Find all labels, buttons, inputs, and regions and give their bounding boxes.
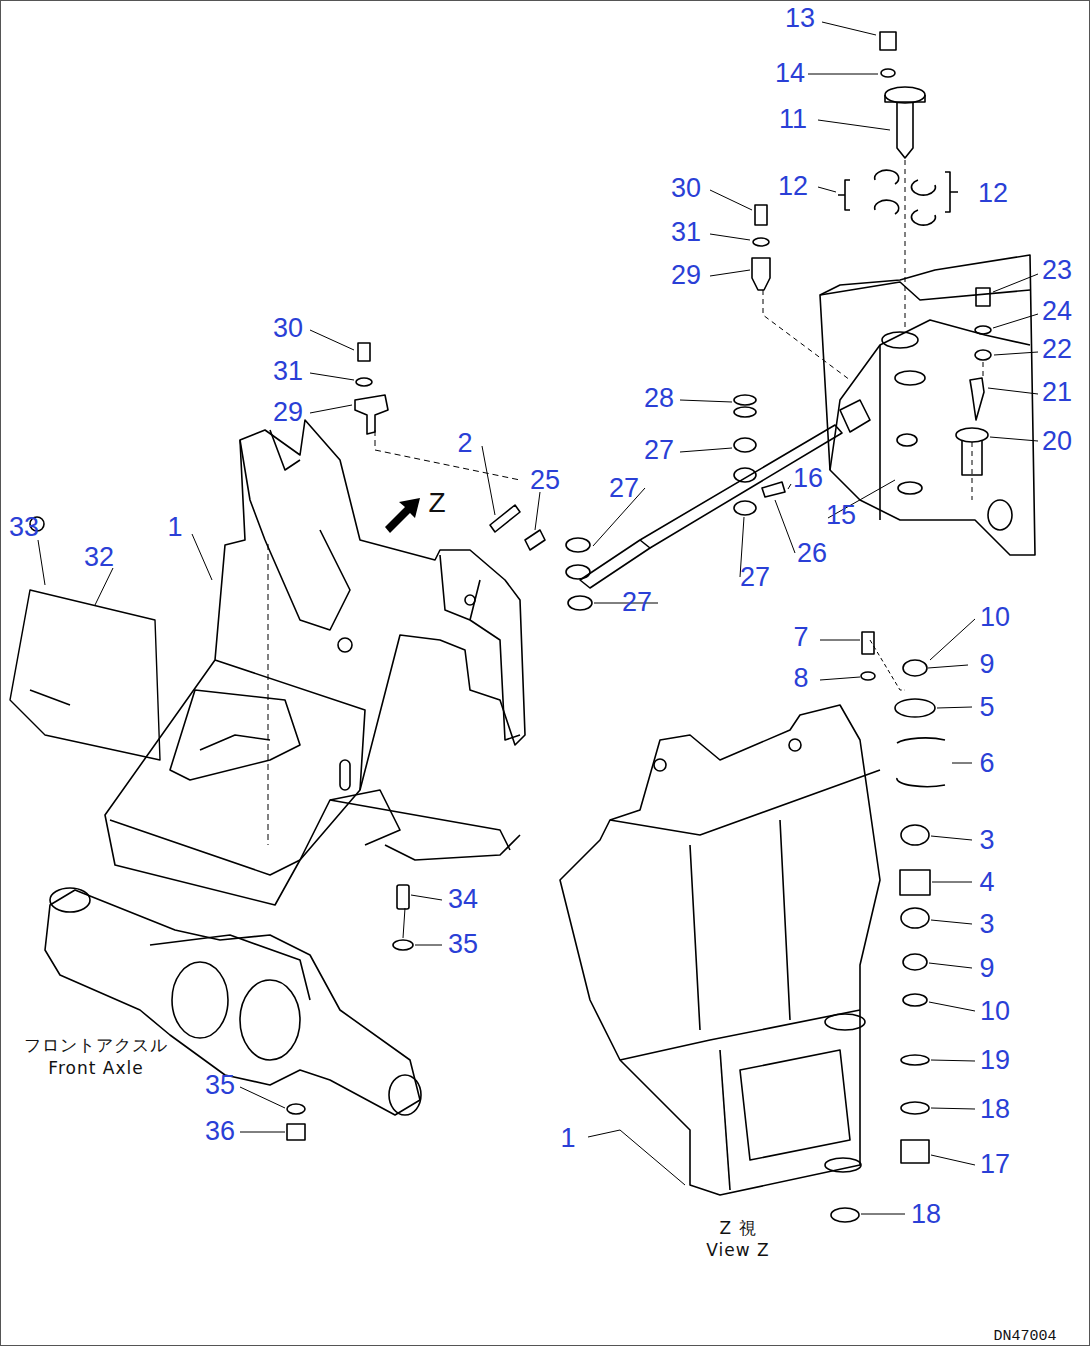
callout-number: 3 bbox=[979, 911, 994, 938]
callout-number: 14 bbox=[775, 60, 805, 87]
callout-number: 30 bbox=[273, 315, 303, 342]
callout-number: 31 bbox=[273, 358, 303, 385]
caption-text: Z 視 bbox=[719, 1220, 756, 1237]
callout-number: 32 bbox=[84, 544, 114, 571]
callout-number: 27 bbox=[622, 589, 652, 616]
callout-number: 22 bbox=[1042, 336, 1072, 363]
callout-number: 29 bbox=[671, 262, 701, 289]
callout-number: 36 bbox=[205, 1118, 235, 1145]
callout-number: 33 bbox=[9, 514, 39, 541]
callout-number: 30 bbox=[671, 175, 701, 202]
callout-number: 7 bbox=[793, 624, 808, 651]
callout-number: 3 bbox=[979, 827, 994, 854]
callout-number: 11 bbox=[779, 106, 807, 133]
callout-number: 27 bbox=[609, 475, 639, 502]
callout-number: 19 bbox=[980, 1047, 1010, 1074]
callout-number: 12 bbox=[978, 180, 1008, 207]
caption-text: View Z bbox=[706, 1242, 769, 1259]
callout-number: 1 bbox=[167, 514, 182, 541]
callout-number: 5 bbox=[979, 694, 994, 721]
callout-number: 27 bbox=[644, 437, 674, 464]
caption-text: DN47004 bbox=[993, 1328, 1056, 1343]
callout-number: 16 bbox=[793, 465, 823, 492]
callout-number: 13 bbox=[785, 5, 815, 32]
callout-number: 10 bbox=[980, 604, 1010, 631]
callout-number: 18 bbox=[980, 1096, 1010, 1123]
callout-number: 15 bbox=[826, 502, 856, 529]
callout-number: 2 bbox=[457, 430, 472, 457]
callout-number: 17 bbox=[980, 1151, 1010, 1178]
callout-number: 27 bbox=[740, 564, 770, 591]
callout-number: 24 bbox=[1042, 298, 1072, 325]
callout-number: 4 bbox=[979, 869, 994, 896]
callout-number: 34 bbox=[448, 886, 478, 913]
callout-number: 35 bbox=[448, 931, 478, 958]
callout-number: 28 bbox=[644, 385, 674, 412]
caption-text: Front Axle bbox=[48, 1060, 143, 1077]
callout-number: 25 bbox=[530, 467, 560, 494]
callout-number: 21 bbox=[1042, 379, 1072, 406]
callout-number: 18 bbox=[911, 1201, 941, 1228]
callout-number: 9 bbox=[979, 651, 994, 678]
callout-number: 8 bbox=[793, 665, 808, 692]
callout-number: 9 bbox=[979, 955, 994, 982]
callout-number: 1 bbox=[560, 1125, 575, 1152]
callout-number: 29 bbox=[273, 399, 303, 426]
callout-number: 35 bbox=[205, 1072, 235, 1099]
caption-text: Z bbox=[428, 489, 445, 517]
callout-number: 23 bbox=[1042, 257, 1072, 284]
callout-number: 26 bbox=[797, 540, 827, 567]
callout-number: 31 bbox=[671, 219, 701, 246]
callout-number: 20 bbox=[1042, 428, 1072, 455]
callout-number: 12 bbox=[778, 173, 808, 200]
callout-number: 10 bbox=[980, 998, 1010, 1025]
callout-number: 6 bbox=[979, 750, 994, 777]
caption-text: フロントアクスル bbox=[24, 1037, 168, 1054]
